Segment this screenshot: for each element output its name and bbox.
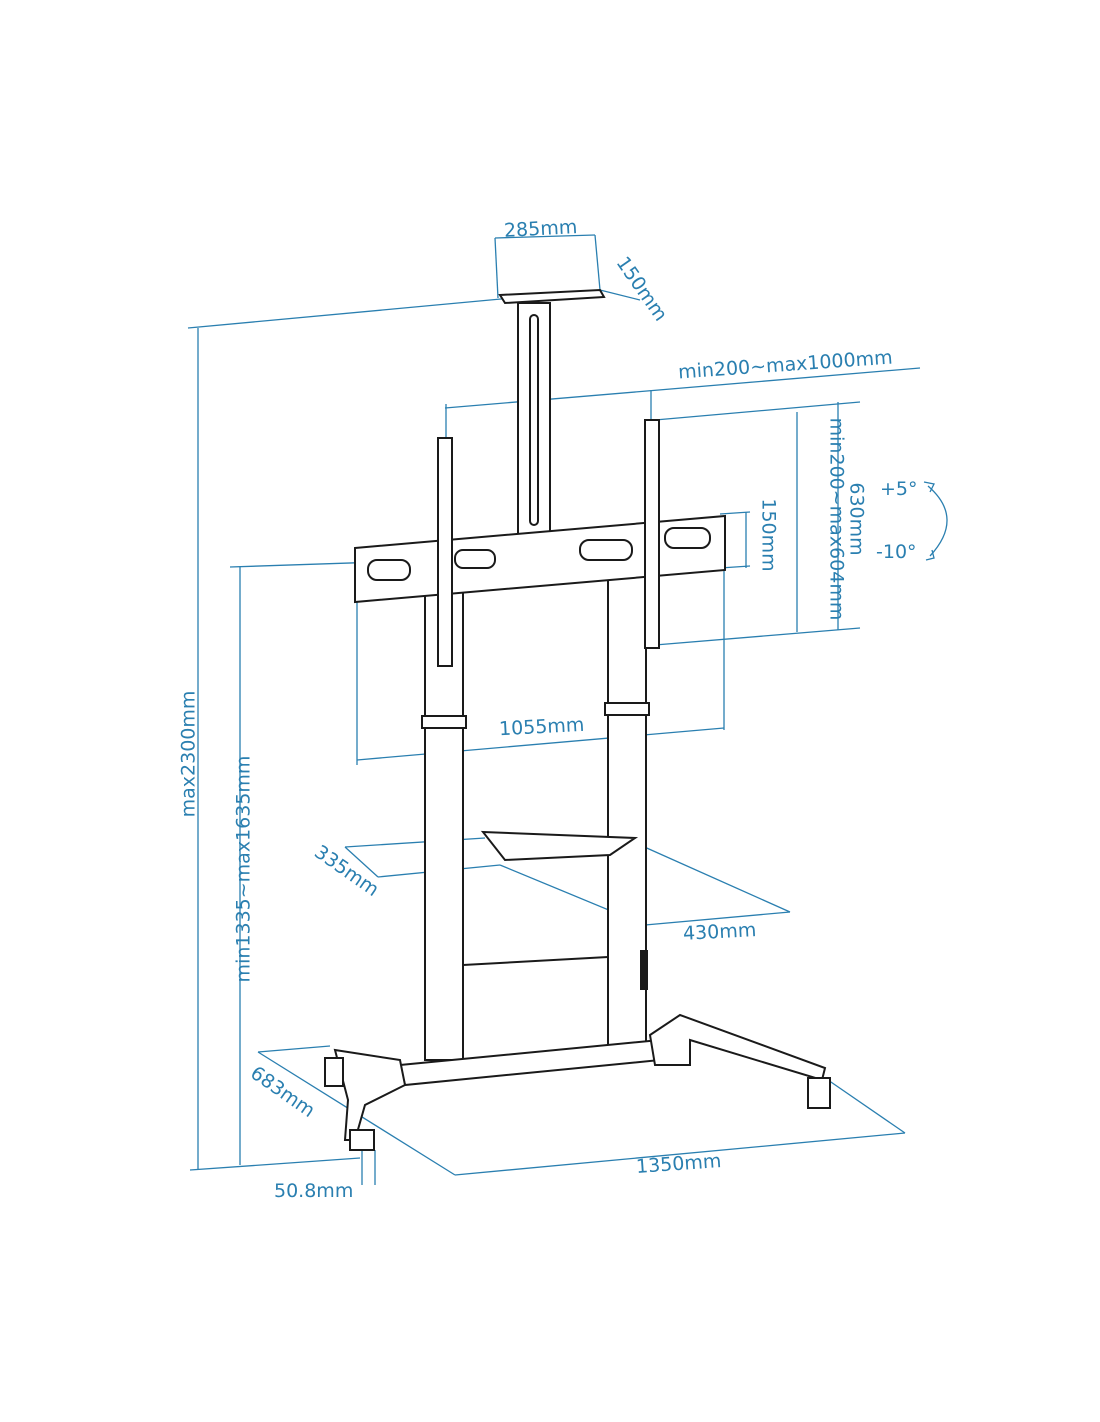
label-caster: 50.8mm: [274, 1180, 354, 1202]
label-shelf-width: 430mm: [682, 919, 757, 945]
label-tilt-down: -10°: [876, 541, 917, 563]
label-tilt-up: +5°: [880, 478, 918, 500]
stand-body: [324, 288, 831, 1151]
label-max-height: max2300mm: [177, 690, 200, 818]
label-shelf-top-width: 285mm: [503, 216, 578, 242]
label-mount-height: min1335~max1635mm: [232, 755, 255, 983]
label-bracket-height: 630mm: [845, 482, 868, 556]
label-bracket-width: 1055mm: [498, 713, 585, 741]
label-crossbar-height: 150mm: [757, 498, 780, 572]
label-vesa-height: min200~max604mm: [825, 417, 848, 621]
dimension-lines: [187, 234, 948, 1185]
